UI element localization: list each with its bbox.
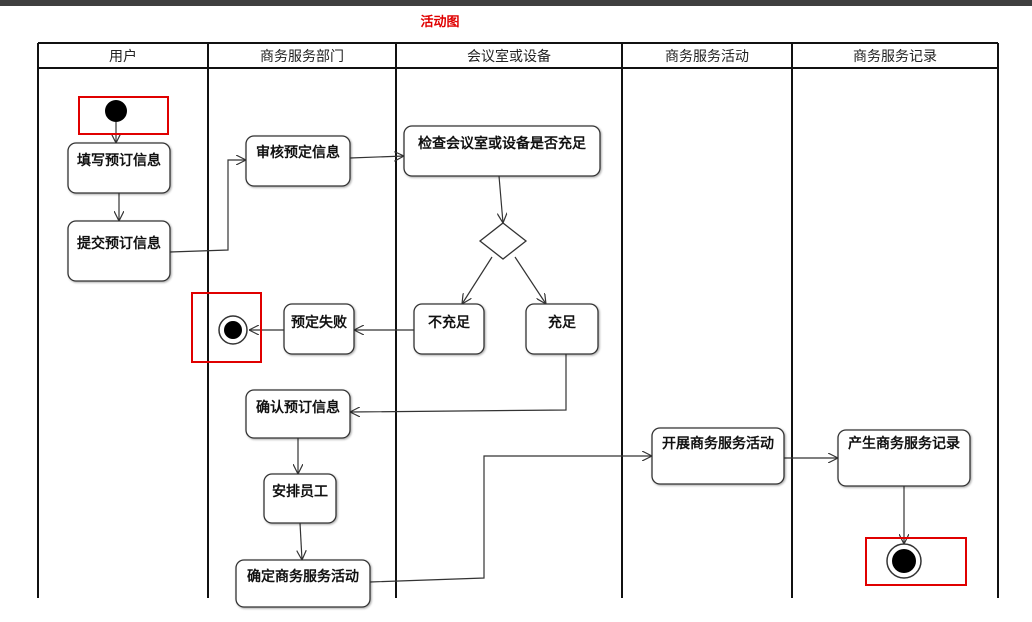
swimlane-frame bbox=[37, 42, 999, 598]
action-sufficient: 充足 bbox=[525, 303, 599, 355]
flow-arrow-check-to-decision bbox=[499, 175, 503, 223]
window-top-bar bbox=[0, 0, 1032, 6]
activity-final-node bbox=[886, 543, 922, 579]
action-confirm-booking: 确认预订信息 bbox=[245, 389, 351, 439]
action-box bbox=[525, 303, 599, 355]
action-label: 预定失败 bbox=[291, 314, 348, 331]
action-determine-activity: 确定商务服务活动 bbox=[235, 559, 371, 608]
lane-header-business-record: 商务服务记录 bbox=[853, 49, 937, 65]
action-box bbox=[403, 125, 601, 177]
action-box bbox=[837, 429, 971, 487]
lane-header-user: 用户 bbox=[109, 48, 137, 65]
action-insufficient: 不充足 bbox=[413, 303, 485, 355]
action-label: 不充足 bbox=[428, 314, 471, 331]
flow-arrow-sufficient-to-confirm bbox=[350, 354, 567, 412]
action-label: 检查会议室或设备是否充足 bbox=[418, 135, 587, 152]
action-label: 确定商务服务活动 bbox=[247, 568, 359, 585]
action-label: 开展商务服务活动 bbox=[662, 435, 774, 452]
flow-edges bbox=[116, 122, 904, 583]
lane-header-business-activity: 商务服务活动 bbox=[665, 49, 749, 65]
action-submit-booking: 提交预订信息 bbox=[67, 220, 171, 282]
lane-header-room-equipment: 会议室或设备 bbox=[467, 48, 551, 65]
action-box bbox=[67, 220, 171, 282]
flow-arrow-decision-to-sufficient bbox=[514, 256, 546, 304]
diagram-title: 活动图 bbox=[420, 14, 459, 30]
action-label: 填写预订信息 bbox=[77, 152, 161, 169]
highlight-box-initial bbox=[78, 96, 169, 135]
action-review-booking: 审核预定信息 bbox=[245, 135, 351, 187]
action-label: 审核预定信息 bbox=[256, 144, 340, 161]
action-label: 产生商务服务记录 bbox=[848, 435, 960, 452]
action-label: 充足 bbox=[548, 314, 577, 331]
flow-arrow-review-to-check bbox=[349, 156, 404, 158]
action-box bbox=[245, 389, 351, 439]
flow-arrow-submit-to-review bbox=[169, 160, 246, 253]
action-generate-record: 产生商务服务记录 bbox=[837, 429, 971, 487]
flow-arrow-decision-to-insufficient bbox=[462, 256, 493, 304]
action-box bbox=[651, 427, 785, 485]
action-check-availability: 检查会议室或设备是否充足 bbox=[403, 125, 601, 177]
lane-header-business-dept: 商务服务部门 bbox=[260, 49, 344, 65]
initial-node bbox=[105, 100, 127, 122]
highlight-box-final-failed bbox=[191, 292, 262, 363]
action-label: 确认预订信息 bbox=[256, 399, 340, 416]
action-label: 安排员工 bbox=[272, 483, 328, 500]
action-box bbox=[245, 135, 351, 187]
action-box bbox=[67, 142, 171, 194]
activity-final-node bbox=[218, 315, 248, 345]
action-box bbox=[263, 473, 337, 524]
action-arrange-staff: 安排员工 bbox=[263, 473, 337, 524]
action-conduct-activity: 开展商务服务活动 bbox=[651, 427, 785, 485]
action-box bbox=[235, 559, 371, 608]
highlight-box-final-end bbox=[865, 537, 967, 586]
action-box bbox=[283, 303, 355, 355]
flow-arrow-arrange-to-determine bbox=[300, 522, 302, 560]
action-fill-booking: 填写预订信息 bbox=[67, 142, 171, 194]
decision-node bbox=[478, 222, 528, 260]
action-box bbox=[413, 303, 485, 355]
action-booking-failed: 预定失败 bbox=[283, 303, 355, 355]
action-label: 提交预订信息 bbox=[77, 235, 161, 252]
flow-arrow-determine-to-conduct bbox=[369, 456, 652, 583]
